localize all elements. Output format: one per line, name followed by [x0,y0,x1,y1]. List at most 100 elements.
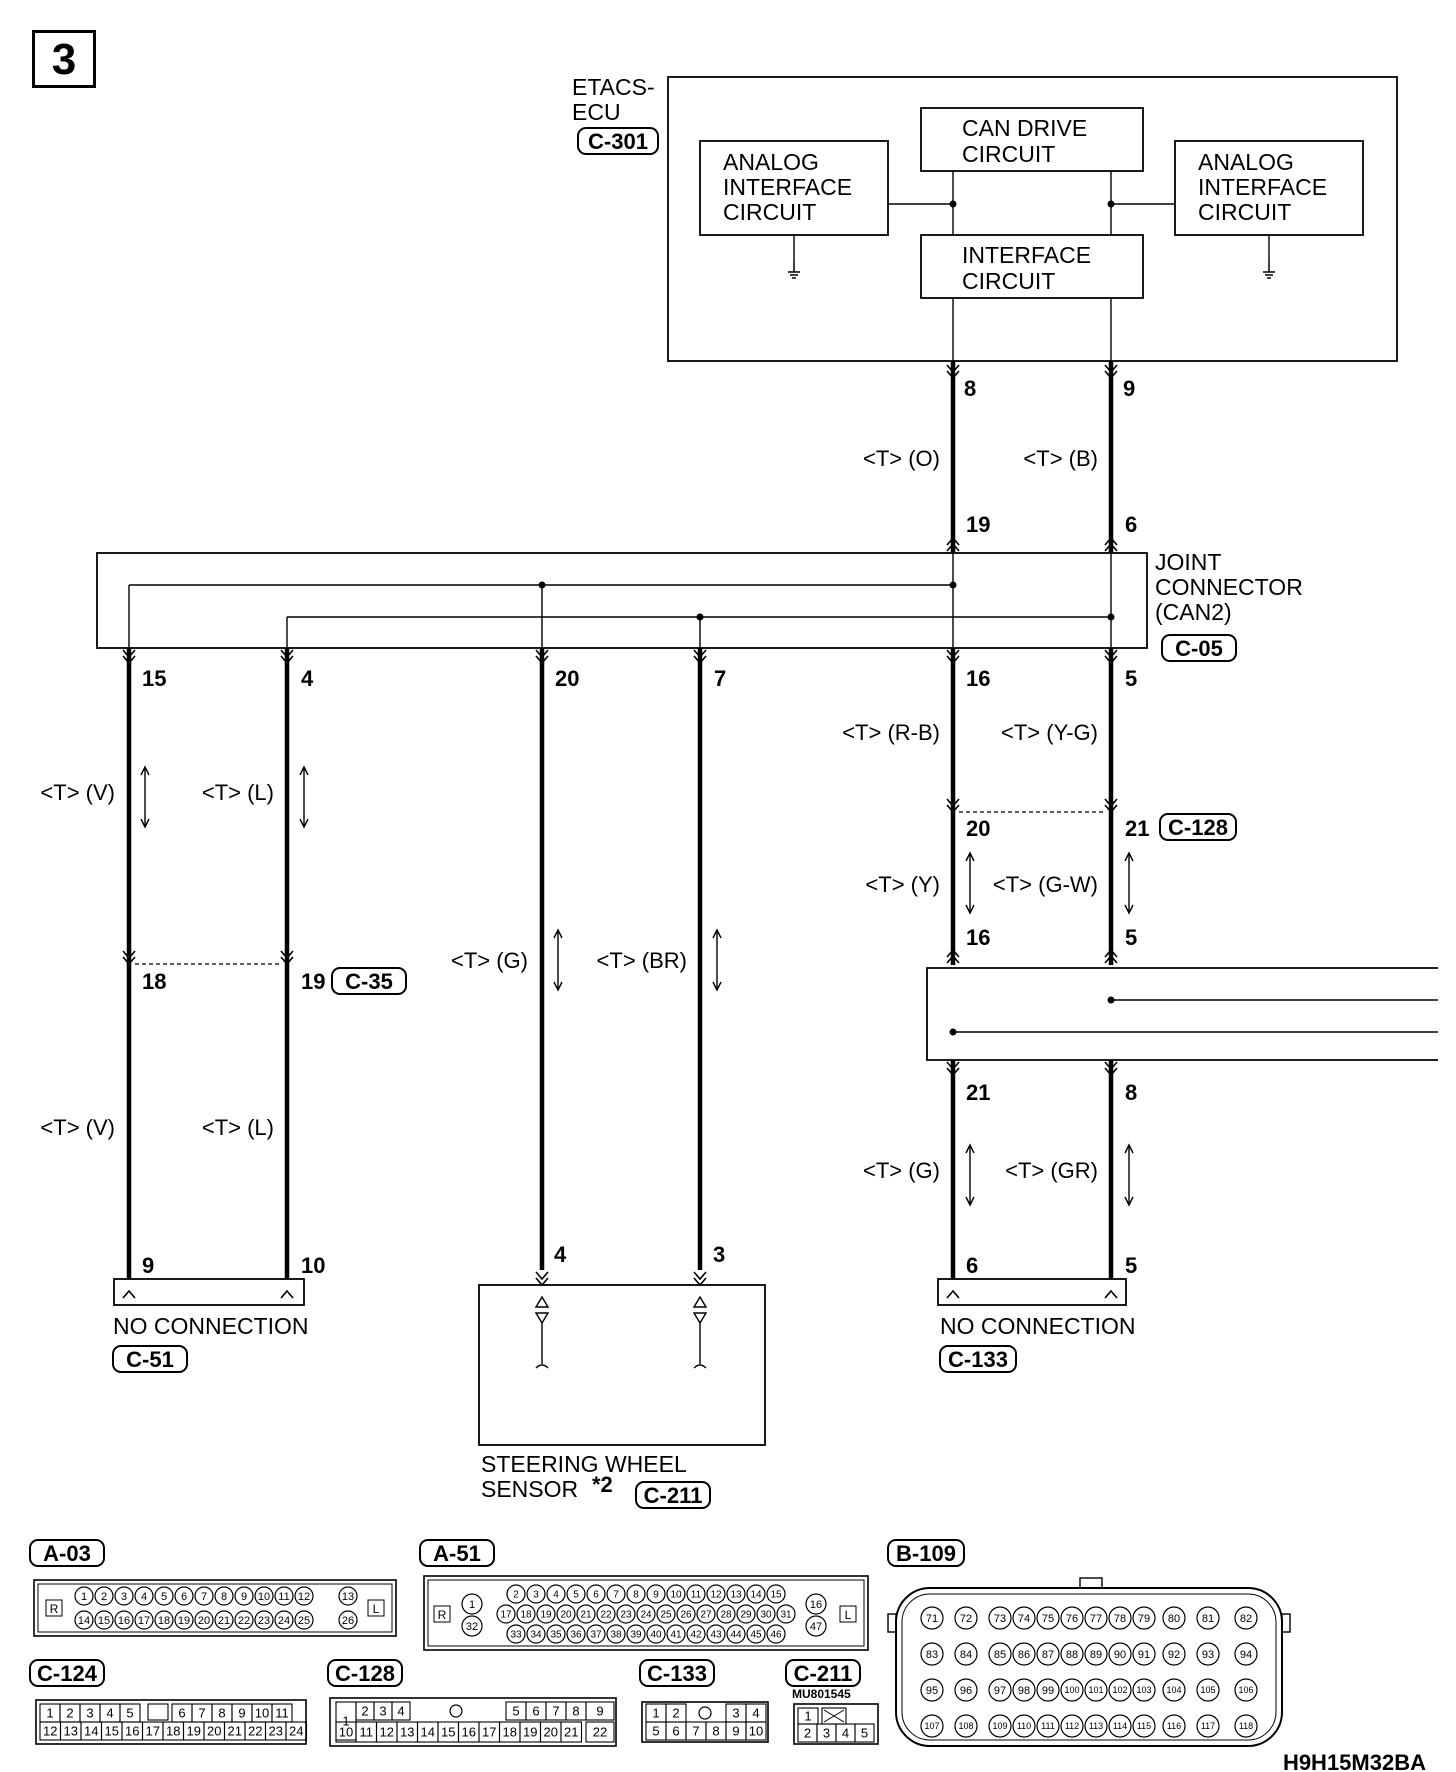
b109-pin-label: 116 [1167,1721,1181,1731]
b109-pin-label: 83 [926,1649,938,1661]
c133-connector-box [937,1278,1127,1306]
b109-pin [1036,1678,1060,1702]
a51-pin [556,1604,576,1624]
pin-c133-6: 6 [966,1253,978,1278]
ecu-name-line1: ETACS- [572,74,655,100]
wire-gr: <T> (GR) [1005,1158,1098,1183]
joint-connector-line3: (CAN2) [1155,599,1232,625]
a03-pin [174,1610,194,1630]
b109-pin [1084,1642,1108,1666]
b109-pin [1234,1714,1258,1738]
c128-view-code: C-128 [335,1661,395,1686]
c133-code: C-133 [948,1347,1008,1372]
a03-pin [114,1610,134,1630]
a51-pin-label: 30 [760,1610,772,1621]
b109-pin-label: 117 [1201,1721,1215,1731]
bidirectional-arrow-icon [553,929,563,991]
a51-pin [776,1604,796,1624]
a51-pin [536,1604,556,1624]
b109-pin-label: 82 [1240,1613,1252,1625]
sws-name-line2: SENSOR [481,1476,578,1502]
b109-pin [1012,1714,1036,1738]
a03-pin-label: 8 [221,1591,227,1603]
b109-pin [1132,1678,1156,1702]
b109-pin [920,1642,944,1666]
c128-pin [560,1721,583,1743]
a03-pin [274,1586,294,1606]
pin-mid-16: 16 [966,925,990,950]
c128-pin [335,1701,357,1741]
a03-pin-label: 22 [238,1615,250,1627]
a03-pin [294,1586,314,1606]
a51-pin [496,1604,516,1624]
a03-pin [214,1610,234,1630]
c124-pin-label: 16 [125,1724,139,1739]
b109-pin [1108,1714,1132,1738]
c124-pin-label: 7 [198,1706,205,1721]
b109-pin-label: 107 [924,1721,939,1731]
a03-pin-label: 7 [201,1591,207,1603]
joint-connector-2-lines [953,999,1438,1033]
c211-pin-label: 1 [804,1709,811,1724]
b109-pin [954,1606,978,1630]
b109-pin-label: 104 [1166,1685,1181,1695]
wire-bundle [126,361,1114,1279]
c124-pin [285,1721,308,1741]
c124-pin-label: 19 [187,1724,201,1739]
b109-pin-label: 92 [1168,1649,1180,1661]
a03-pin [114,1586,134,1606]
c124-pin-label: 22 [248,1724,262,1739]
wire-c51-left-top: <T> (V) [40,780,115,805]
c35-badge [331,967,407,995]
junction-dot [949,581,957,589]
c211-pin-label: 4 [842,1726,849,1741]
analog-right-line1: ANALOG [1198,149,1294,175]
b109-pin [1060,1642,1084,1666]
a51-pin-label: 6 [593,1590,599,1601]
c211-pin-label: 2 [804,1726,811,1741]
pin-sws-4: 4 [554,1242,567,1267]
b109-pin [1162,1714,1186,1738]
b109-pin [1132,1606,1156,1630]
c128-pin [391,1701,411,1721]
b109-pin [1036,1606,1060,1630]
c133-pin-label: 6 [672,1724,679,1739]
c133-pin-label: 10 [749,1724,763,1739]
a03-pin [134,1610,154,1630]
c133-pin-label: 7 [692,1724,699,1739]
a51-badge [419,1539,495,1567]
b109-pin-label: 110 [1017,1721,1031,1731]
b109-badge [887,1539,965,1567]
a51-pin-label: 8 [633,1590,639,1601]
wire-ecu-left: <T> (O) [863,446,940,471]
a51-pin [666,1624,686,1644]
pin-jc-5: 5 [1125,666,1137,691]
a51-pin-label: 45 [750,1630,762,1641]
a51-pin [746,1624,766,1644]
a51-pin-label: 41 [670,1630,682,1641]
a51-pin-label: 36 [570,1630,582,1641]
b109-pin-label: 79 [1138,1613,1150,1625]
a51-pin [586,1624,606,1644]
a51-pin [736,1604,756,1624]
pin-jc-7: 7 [714,666,726,691]
c211-lock-mark [823,1709,845,1723]
a51-pin [546,1584,566,1604]
c211-pin-label: 5 [861,1726,868,1741]
pin-jc-16: 16 [966,666,990,691]
junction-dot [538,581,546,589]
b109-pin-label: 113 [1089,1721,1103,1731]
c124-pin-label: 8 [218,1706,225,1721]
a51-pin-label: 42 [690,1630,702,1641]
b109-pin-label: 108 [958,1721,973,1731]
c124-pin-label: 20 [207,1724,221,1739]
a03-pin [154,1610,174,1630]
a03-pin-label: 10 [258,1591,270,1603]
a51-pin [596,1604,616,1624]
a51-pin-label: 20 [560,1610,572,1621]
b109-pin-label: 94 [1240,1649,1252,1661]
c128-pin-label: 6 [532,1704,539,1719]
